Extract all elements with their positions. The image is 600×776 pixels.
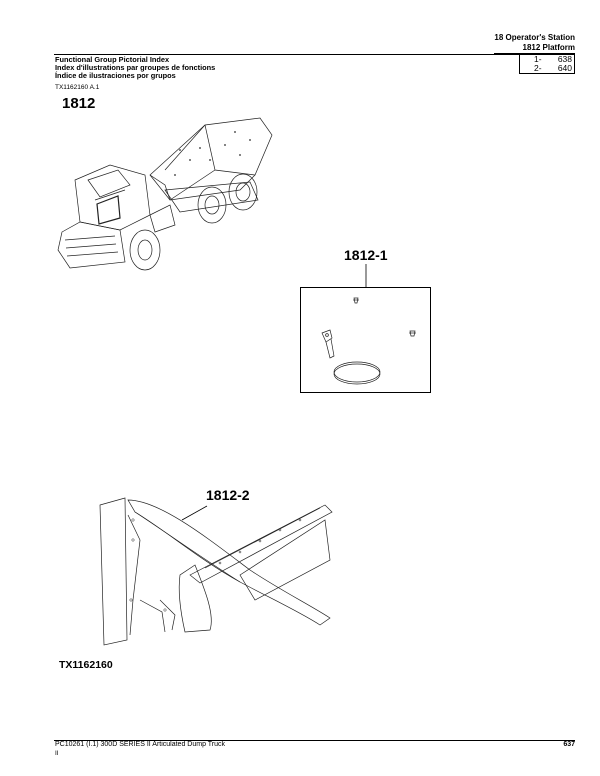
index-page-link[interactable]: 638	[557, 54, 572, 64]
index-item: 1-	[534, 54, 542, 64]
title-en: Functional Group Pictorial Index	[55, 55, 170, 64]
index-row[interactable]: 2- 640	[520, 64, 574, 73]
title-es: Índice de ilustraciones por grupos	[55, 71, 176, 80]
callout-1812-1[interactable]: 1812-1	[344, 247, 388, 263]
figure-id-top: TX1162160 A.1	[55, 84, 100, 91]
header-rule	[54, 54, 575, 55]
group-title: 1812 Platform	[494, 43, 575, 54]
footer-rule	[54, 740, 575, 741]
section-title: 18 Operator's Station	[494, 33, 575, 42]
parts-box-1812-1	[300, 287, 431, 393]
footer-sub: II	[55, 750, 59, 757]
page-index-box: 1- 638 2- 640	[519, 55, 575, 74]
page-number: 637	[563, 741, 575, 748]
header-right: 18 Operator's Station 1812 Platform	[494, 33, 575, 54]
callout-1812-2[interactable]: 1812-2	[206, 487, 250, 503]
index-page-link[interactable]: 640	[557, 63, 572, 73]
footer-publication: PC10261 (I.1) 300D SERIES II Articulated…	[55, 741, 226, 748]
index-row[interactable]: 1- 638	[520, 55, 574, 64]
main-group-label: 1812	[62, 95, 96, 112]
index-item: 2-	[534, 63, 542, 73]
title-fr: Index d'illustrations par groupes de fon…	[55, 63, 216, 72]
index-titles: Functional Group Pictorial Index Index d…	[55, 56, 215, 80]
figure-id-bottom: TX1162160	[59, 659, 113, 671]
